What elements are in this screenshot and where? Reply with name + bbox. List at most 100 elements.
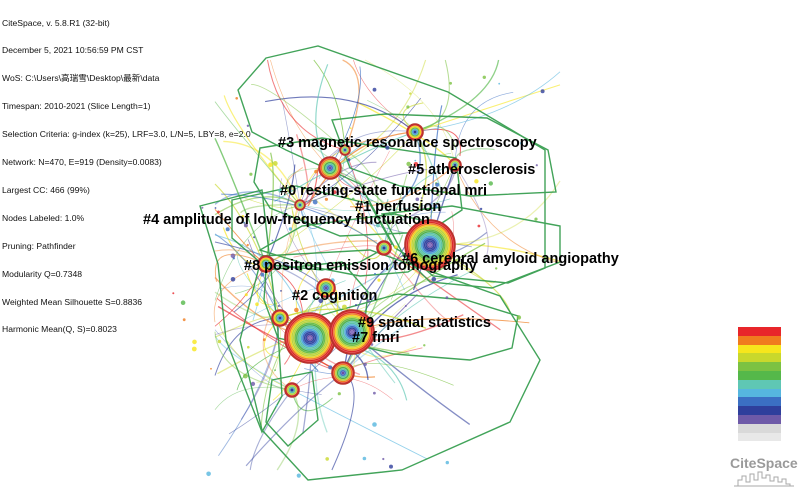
citation-edge — [299, 204, 317, 305]
cluster-label-2[interactable]: #2 cognition — [292, 288, 377, 304]
citation-edge — [329, 66, 361, 169]
citation-node — [535, 164, 538, 167]
citation-node — [243, 221, 246, 224]
citation-node — [406, 105, 410, 109]
legend-color-band — [738, 362, 781, 371]
citation-node — [235, 97, 238, 100]
cluster-labels: #3 magnetic resonance spectroscopy #5 at… — [143, 135, 619, 346]
citation-node — [275, 404, 278, 407]
citation-node — [445, 460, 449, 465]
cluster-label-9[interactable]: #9 spatial statistics — [358, 315, 491, 331]
citation-node — [372, 143, 375, 145]
citation-node — [423, 344, 426, 347]
citation-node — [191, 346, 197, 352]
citation-edge — [214, 291, 281, 320]
citation-node — [363, 292, 366, 295]
cluster-hull — [265, 371, 319, 447]
citation-node — [260, 272, 265, 277]
citation-edge — [266, 59, 346, 151]
citation-node — [294, 307, 299, 313]
citation-node — [380, 324, 383, 326]
legend-color-band — [738, 327, 781, 336]
network-summary: CiteSpace, v. 5.8.R1 (32-bit) December 5… — [2, 0, 251, 344]
cluster-label-1[interactable]: #1 perfusion — [355, 199, 441, 215]
citation-node — [385, 145, 390, 150]
citation-node — [262, 338, 266, 342]
citation-edge — [214, 335, 293, 391]
citation-node — [404, 305, 407, 307]
citation-edge — [237, 253, 281, 319]
citespace-logo-skyline-icon — [734, 471, 794, 487]
citation-node — [214, 207, 217, 209]
citation-edge — [329, 167, 401, 236]
citation-node — [243, 223, 248, 228]
info-line: Pruning: Pathfinder — [2, 240, 76, 251]
cluster-label-7[interactable]: #7 fmri — [352, 330, 400, 346]
citation-edge — [414, 84, 561, 133]
citation-edge — [344, 138, 383, 151]
citation-node — [272, 161, 278, 166]
citation-burst-node — [316, 278, 336, 298]
citation-node — [243, 373, 248, 379]
citation-burst-node — [284, 382, 300, 398]
citation-node — [249, 172, 253, 176]
citation-edge — [454, 92, 514, 166]
legend-color-band — [738, 423, 781, 433]
citation-node — [250, 381, 256, 386]
year-color-legend — [738, 327, 781, 442]
citation-edge — [249, 389, 293, 471]
citation-nodes — [172, 75, 545, 478]
citation-node — [540, 89, 545, 94]
citation-node — [420, 197, 423, 199]
info-line: December 5, 2021 10:56:59 PM CST — [2, 45, 144, 56]
cluster-label-5[interactable]: #5 atherosclerosis — [408, 162, 535, 178]
citation-node — [244, 293, 248, 297]
citation-burst-node — [331, 361, 355, 385]
citation-node — [300, 216, 306, 221]
citation-node — [282, 262, 285, 265]
citation-node — [406, 161, 411, 167]
citation-burst-node — [294, 199, 306, 211]
citation-burst-node — [271, 309, 289, 327]
citation-burst-node — [329, 309, 375, 355]
citation-node — [413, 162, 419, 167]
citation-edge — [299, 204, 472, 248]
citation-burst-node — [404, 219, 456, 271]
citation-burst-node — [257, 255, 275, 273]
citation-node — [192, 339, 197, 345]
citation-node — [372, 87, 377, 92]
info-line: Nodes Labeled: 1.0% — [2, 212, 85, 223]
info-line: Largest CC: 466 (99%) — [2, 184, 90, 195]
citation-edge — [251, 84, 346, 151]
citation-node — [246, 243, 249, 247]
citation-burst-node — [376, 240, 392, 256]
legend-color-band — [738, 388, 781, 398]
cluster-label-8[interactable]: #8 positron emission tomography — [244, 258, 477, 274]
citation-edge — [299, 198, 451, 212]
cluster-label-6[interactable]: #6 cerebral amyloid angiopathy — [402, 251, 619, 267]
citation-node — [288, 227, 293, 231]
cluster-label-4[interactable]: #4 amplitude of low-frequency fluctuatio… — [143, 212, 430, 228]
citation-edge — [214, 233, 281, 319]
citation-node — [318, 298, 324, 304]
citespace-logo: CiteSpace — [730, 455, 798, 471]
citation-node — [435, 182, 440, 187]
legend-color-band — [738, 335, 781, 345]
cluster-label-3[interactable]: #3 magnetic resonance spectroscopy — [278, 135, 537, 151]
citation-node — [217, 210, 220, 214]
citation-edge — [454, 164, 561, 264]
cluster-label-0[interactable]: #0 resting-state functional mri — [280, 183, 487, 199]
citation-node — [247, 345, 250, 349]
citation-node — [474, 179, 479, 184]
citation-node — [225, 227, 230, 232]
citation-edge — [342, 234, 404, 374]
citation-node — [433, 204, 438, 209]
citation-node — [337, 392, 341, 396]
citation-edge — [414, 71, 561, 133]
citation-edge — [414, 59, 450, 133]
citation-edge — [214, 138, 267, 265]
citation-edge — [291, 389, 428, 460]
cluster-hull — [380, 205, 561, 289]
citation-burst-node — [406, 123, 424, 141]
